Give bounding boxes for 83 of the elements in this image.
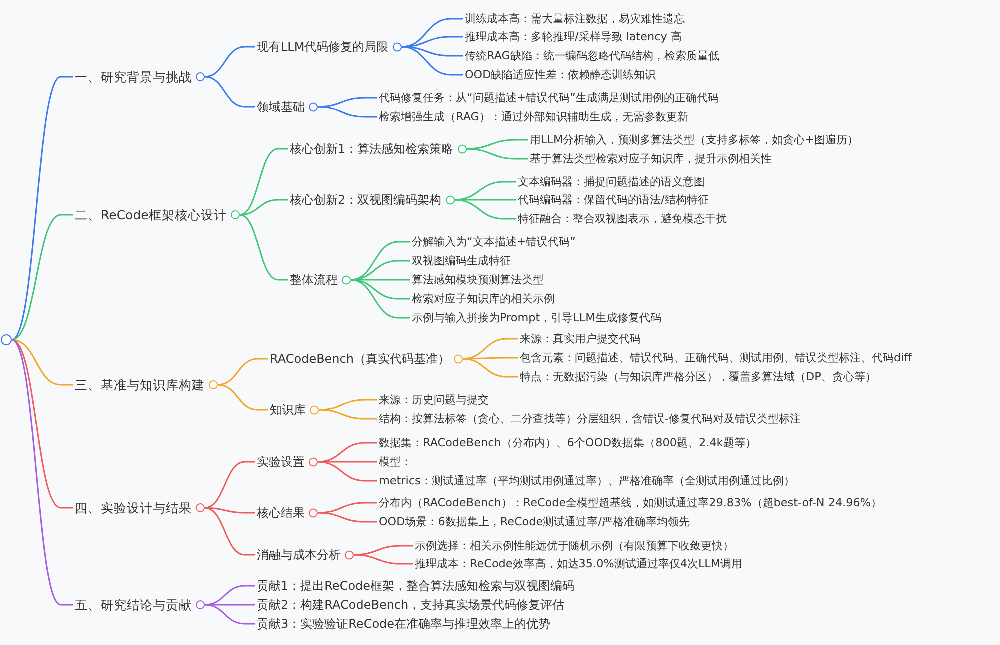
branch-line [466, 148, 528, 160]
topic-label: 代码修复任务：从“问题描述+错误代码”生成满足测试用例的正确代码 [379, 91, 719, 105]
topic-label: 推理成本：ReCode效率高，如达35.0%测试通过率仅4次LLM调用 [415, 557, 743, 571]
topic-label: 二、ReCode框架核心设计 [75, 208, 227, 222]
topic-label: 代码编码器：保留代码的语法/结构特征 [518, 193, 709, 207]
branch-line [350, 260, 410, 281]
branch-line [402, 36, 463, 48]
topic-label: 检索对应子知识库的相关示例 [412, 292, 555, 306]
branch-line [218, 358, 268, 386]
branch-line [204, 585, 255, 606]
branch-line [318, 461, 377, 482]
topic-label: 分布内（RACodeBench）：ReCode全模型超基线，如测试通过率29.83%（超best-of-N 24.96%） [379, 496, 882, 510]
branch-line [12, 339, 73, 386]
topic-label: 训练成本高：需大量标注数据，易灾难性遗忘 [465, 12, 685, 26]
branch-line [318, 399, 377, 411]
branch-line [218, 384, 268, 411]
branch-line [350, 279, 410, 319]
topic-label: OOD场景：6数据集上，ReCode测试通过率/严格准确率均领先 [379, 515, 690, 529]
branch-line [318, 97, 377, 108]
branch-line [204, 46, 255, 78]
topic-label: 模型： [379, 455, 412, 469]
topic-label: OOD缺陷适应性差：依赖静态训练知识 [465, 68, 656, 82]
branch-line [204, 604, 255, 625]
branch-line [240, 214, 288, 281]
branch-line [354, 554, 413, 565]
topic-label: 三、基准与知识库构建 [75, 378, 205, 392]
branch-line [12, 339, 73, 509]
topic-label: RACodeBench（真实代码基准） [270, 352, 450, 366]
topic-label: 四、实验设计与结果 [75, 500, 192, 516]
branch-line [463, 357, 518, 360]
branch-line [318, 442, 377, 463]
topic-label: 结构：按算法标签（贪心、二分查找等）分层组织，含错误-修复代码对及错误类型标注 [379, 412, 802, 426]
branch-line [204, 507, 255, 556]
topic-label: 核心创新2：双视图编码架构 [290, 192, 442, 208]
topic-label: 分解输入为“文本描述+错误代码” [412, 235, 576, 249]
topic-label: 领域基础 [257, 100, 305, 114]
branch-line [240, 199, 288, 216]
topic-label: 核心结果 [257, 506, 305, 520]
branch-line [12, 76, 73, 341]
topic-label: 基于算法类型检索对应子知识库，提升示例相关性 [530, 152, 772, 166]
branch-line [204, 76, 255, 108]
topic-label: 数据集：RACodeBench（分布内）、6个OOD数据集（800题、2.4k题等） [379, 436, 756, 450]
branch-line [454, 199, 516, 220]
topic-label: 检索增强生成（RAG）：通过外部知识辅助生成，无需参数更新 [379, 110, 688, 124]
branch-line [318, 106, 377, 118]
topic-label: 文本编码器：捕捉问题描述的语义意图 [518, 175, 705, 189]
branch-line [462, 358, 518, 378]
branch-line [466, 139, 528, 150]
topic-label: 用LLM分析输入，预测多算法类型（支持多标签，如贪心+图遍历） [530, 133, 858, 147]
branch-line [454, 181, 516, 201]
branch-line [12, 339, 73, 606]
topic-label: 整体流程 [290, 272, 338, 288]
topic-label: 贡献2：构建RACodeBench，支持真实场景代码修复评估 [257, 598, 565, 612]
topic-label: 消融与成本分析 [257, 548, 341, 562]
branch-line [240, 148, 288, 216]
root-circle [1, 334, 12, 346]
topic-label: 贡献3：实验验证ReCode在准确率与推理效率上的优势 [257, 616, 551, 632]
topic-label: 包含元素：问题描述、错误代码、正确代码、测试用例、错误类型标注、代码diff [520, 351, 912, 365]
branch-line [12, 214, 73, 341]
branch-line [354, 545, 413, 556]
topic-label: 特点：无数据污染（与知识库严格分区），覆盖多算法域（DP、贪心等） [520, 370, 876, 384]
topic-label: 传统RAG缺陷：统一编码忽略代码结构，检索质量低 [465, 49, 720, 63]
topic-label: 实验设置 [257, 454, 305, 470]
branch-line [402, 46, 463, 76]
topic-label: 示例选择：相关示例性能远优于随机示例（有限预算下收敛更快） [415, 539, 734, 553]
topic-label: 算法感知模块预测算法类型 [412, 273, 544, 287]
topic-label: 特征融合：整合双视图表示，避免模态干扰 [518, 212, 727, 226]
topic-label: 核心创新1：算法感知检索策略 [290, 142, 454, 156]
topic-label: 来源：历史问题与提交 [379, 393, 489, 407]
topic-label: 双视图编码生成特征 [412, 254, 511, 268]
topic-label: 五、研究结论与贡献 [75, 598, 192, 612]
topic-label: metrics：测试通过率（平均测试用例通过率）、严格准确率（全测试用例通过比例） [379, 474, 795, 488]
topic-label: 来源：真实用户提交代码 [520, 332, 641, 346]
topic-label: 一、研究背景与挑战 [75, 70, 192, 84]
topic-label: 贡献1：提出ReCode框架，整合算法感知检索与双视图编码 [257, 578, 575, 594]
branch-line [318, 409, 377, 420]
topic-label: 知识库 [270, 402, 306, 418]
branch-line [318, 512, 377, 523]
branch-line [204, 461, 255, 509]
branch-line [318, 502, 377, 514]
topic-label: 推理成本高：多轮推理/采样导致 latency 高 [465, 30, 682, 44]
topic-label: 示例与输入拼接为Prompt，引导LLM生成修复代码 [412, 311, 662, 325]
topic-label: 现有LLM代码修复的局限 [257, 40, 389, 54]
